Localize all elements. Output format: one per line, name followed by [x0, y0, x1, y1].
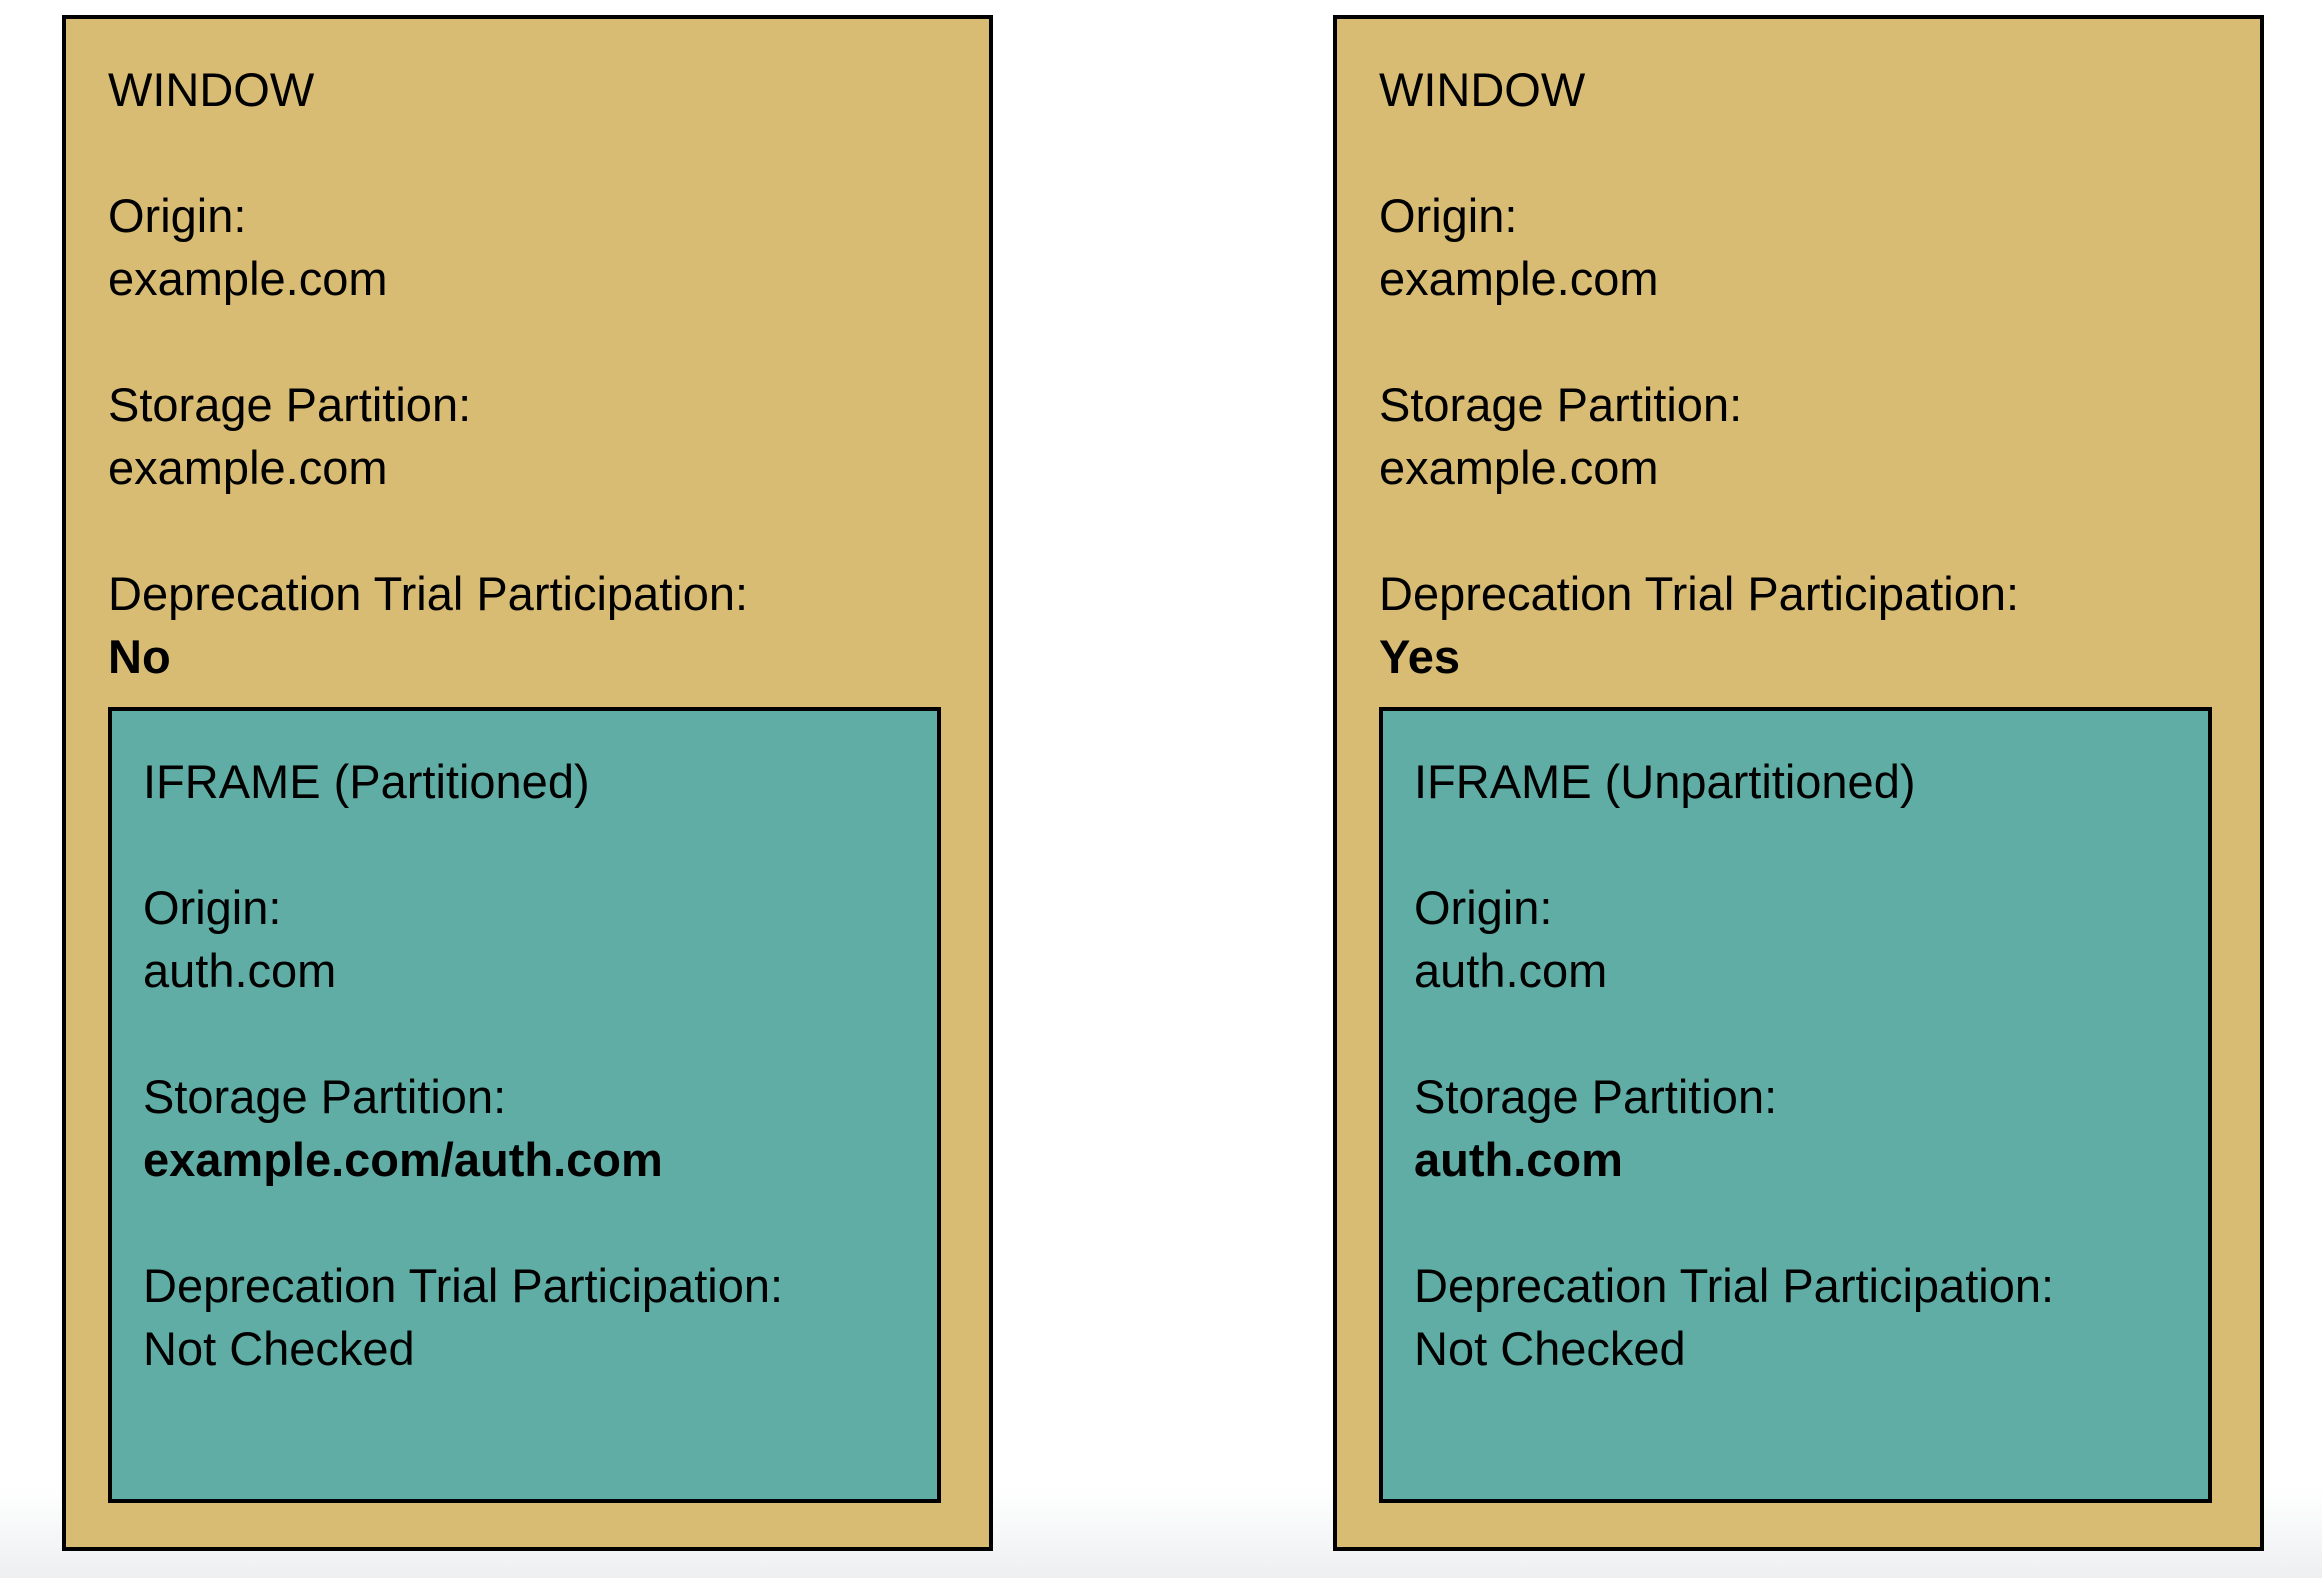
origin-value: auth.com — [1414, 944, 1608, 997]
window-trial-field: Deprecation Trial Participation: Yes — [1379, 562, 2212, 688]
window-box-unpartitioned: WINDOW Origin: example.com Storage Parti… — [1333, 15, 2264, 1551]
trial-label: Deprecation Trial Participation: — [143, 1259, 784, 1312]
trial-label: Deprecation Trial Participation: — [108, 567, 749, 620]
origin-label: Origin: — [143, 881, 282, 934]
iframe-title: IFRAME (Partitioned) — [143, 755, 590, 808]
window-trial-field: Deprecation Trial Participation: No — [108, 562, 941, 688]
iframe-trial-field: Deprecation Trial Participation: Not Che… — [1414, 1254, 2184, 1380]
origin-value: example.com — [1379, 252, 1659, 305]
trial-value: Yes — [1379, 630, 1461, 683]
storage-value: example.com — [1379, 441, 1659, 494]
iframe-trial-field: Deprecation Trial Participation: Not Che… — [143, 1254, 913, 1380]
storage-label: Storage Partition: — [143, 1070, 507, 1123]
iframe-box-unpartitioned: IFRAME (Unpartitioned) Origin: auth.com … — [1379, 707, 2212, 1503]
iframe-title: IFRAME (Unpartitioned) — [1414, 755, 1916, 808]
origin-label: Origin: — [1379, 189, 1518, 242]
trial-label: Deprecation Trial Participation: — [1414, 1259, 2055, 1312]
trial-value: No — [108, 630, 171, 683]
storage-value: example.com — [108, 441, 388, 494]
storage-label: Storage Partition: — [1379, 378, 1743, 431]
window-storage-field: Storage Partition: example.com — [1379, 373, 2212, 499]
window-origin-field: Origin: example.com — [108, 184, 941, 310]
window-storage-field: Storage Partition: example.com — [108, 373, 941, 499]
origin-value: auth.com — [143, 944, 337, 997]
iframe-box-partitioned: IFRAME (Partitioned) Origin: auth.com St… — [108, 707, 941, 1503]
iframe-storage-field: Storage Partition: auth.com — [1414, 1065, 2184, 1191]
trial-label: Deprecation Trial Participation: — [1379, 567, 2020, 620]
window-box-partitioned: WINDOW Origin: example.com Storage Parti… — [62, 15, 993, 1551]
origin-label: Origin: — [1414, 881, 1553, 934]
storage-label: Storage Partition: — [1414, 1070, 1778, 1123]
window-title: WINDOW — [1379, 63, 1586, 116]
trial-value: Not Checked — [1414, 1322, 1686, 1375]
storage-label: Storage Partition: — [108, 378, 472, 431]
storage-value: auth.com — [1414, 1133, 1623, 1186]
iframe-storage-field: Storage Partition: example.com/auth.com — [143, 1065, 913, 1191]
origin-label: Origin: — [108, 189, 247, 242]
storage-value: example.com/auth.com — [143, 1133, 663, 1186]
origin-value: example.com — [108, 252, 388, 305]
window-origin-field: Origin: example.com — [1379, 184, 2212, 310]
iframe-origin-field: Origin: auth.com — [143, 876, 913, 1002]
trial-value: Not Checked — [143, 1322, 415, 1375]
iframe-origin-field: Origin: auth.com — [1414, 876, 2184, 1002]
window-title: WINDOW — [108, 63, 315, 116]
